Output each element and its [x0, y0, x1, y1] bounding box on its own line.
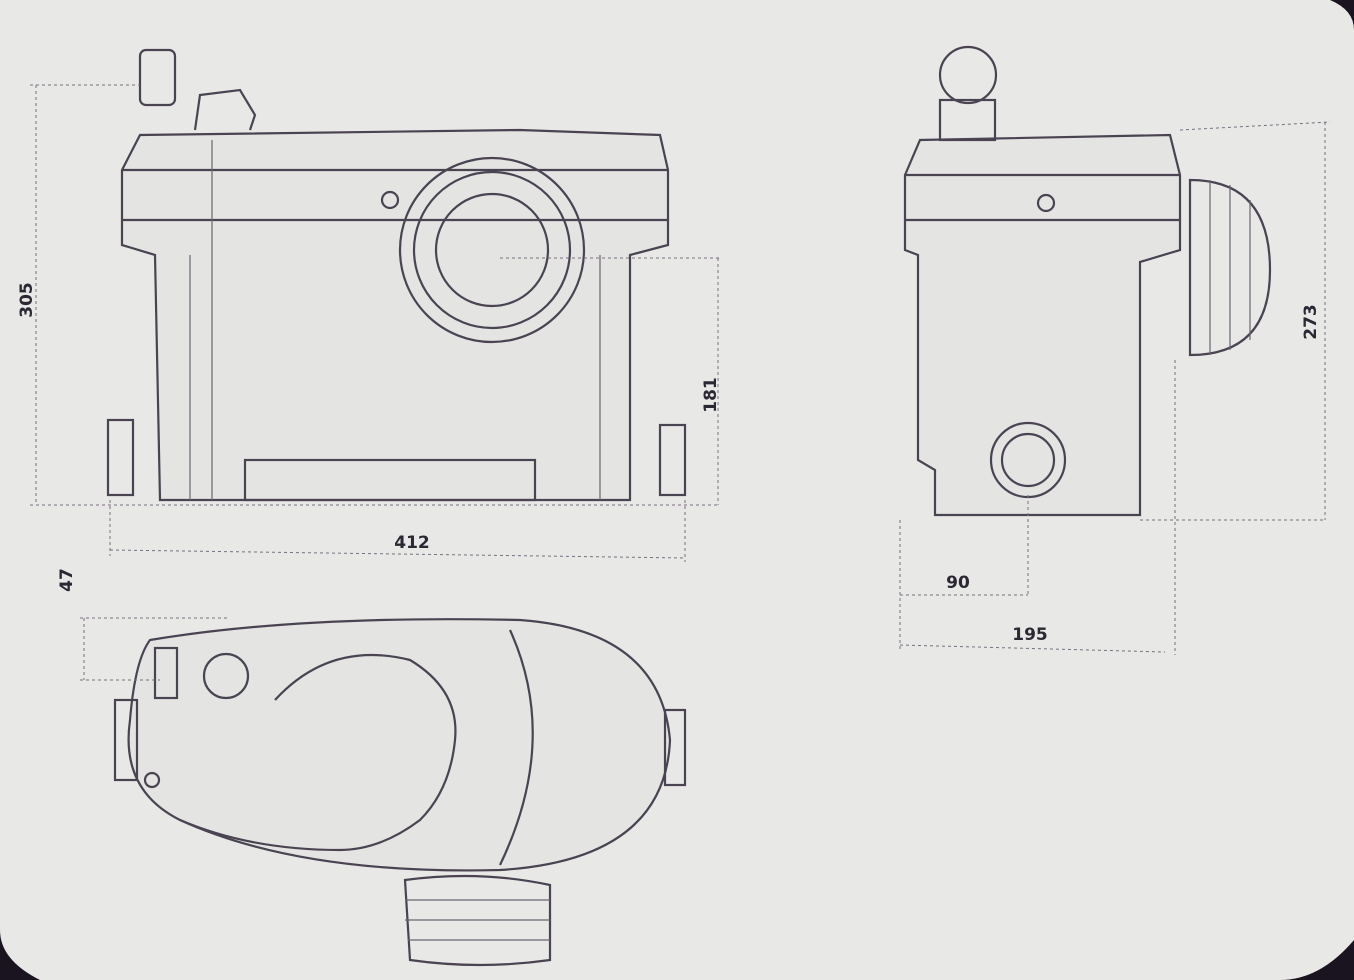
top-view: 47 — [57, 568, 687, 967]
dim-top-offset: 47 — [57, 568, 77, 592]
side-view: 273 90 195 — [899, 45, 1331, 655]
dim-height-total: 305 — [17, 282, 37, 318]
dim-width: 412 — [394, 533, 430, 553]
dim-inlet-height: 181 — [701, 377, 721, 413]
dim-outlet-offset: 90 — [946, 573, 970, 593]
dim-depth: 195 — [1012, 625, 1048, 645]
front-view: 305 181 412 — [17, 48, 722, 562]
dim-side-height: 273 — [1301, 304, 1321, 340]
